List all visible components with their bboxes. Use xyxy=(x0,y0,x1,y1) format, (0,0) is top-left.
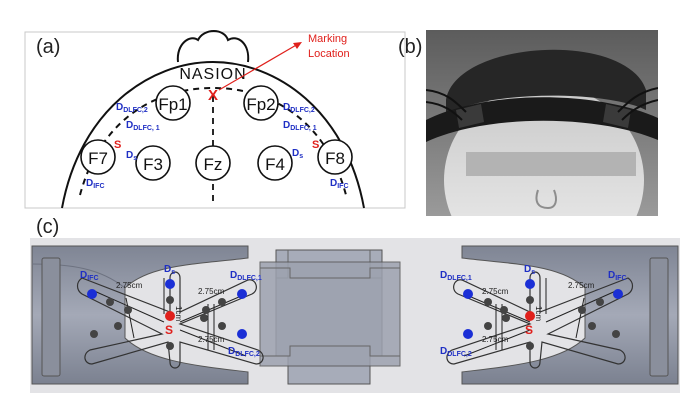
svg-text:F3: F3 xyxy=(143,155,163,174)
marking-arrow xyxy=(218,43,299,91)
source-s-left: S xyxy=(114,139,121,151)
left-dummy-holes xyxy=(90,296,226,350)
right-label-d-dlfc2: DDLFC,2 xyxy=(440,346,472,358)
left-label-d-dlfc1: DDLFC,1 xyxy=(230,270,262,282)
left-label-d-ifc: DIFC xyxy=(80,270,99,282)
electrode-fz: Fz xyxy=(195,145,231,181)
right-label-d-ifc: DIFC xyxy=(608,270,627,282)
photo-illustration xyxy=(426,30,658,216)
electrode-f3: F3 xyxy=(135,145,171,181)
marking-location-line2: Location xyxy=(308,48,350,60)
electrode-fp1: Fp1 xyxy=(155,85,191,121)
nasion-label: NASION xyxy=(179,66,246,83)
left-dim-2-75-c: 2.75cm xyxy=(198,335,225,344)
left-dim-2-75-a: 2.75cm xyxy=(116,281,143,290)
marking-location-line1: Marking xyxy=(308,33,347,45)
label-d-ifc-right: DIFC xyxy=(330,178,349,190)
left-source-label: S xyxy=(165,323,173,337)
headband xyxy=(426,97,658,142)
marking-arrow-head xyxy=(293,42,302,49)
panel-label-a: (a) xyxy=(36,36,61,58)
nasion-marker: X xyxy=(208,87,218,104)
right-dim-2-75-c: 2.75cm xyxy=(568,281,595,290)
right-label-d-dlfc1: DDLFC,1 xyxy=(440,270,472,282)
right-detectors xyxy=(463,279,623,339)
right-dim-2-75-a: 2.75cm xyxy=(482,287,509,296)
left-source-dot xyxy=(165,311,175,321)
nose xyxy=(535,189,557,210)
left-end-slot xyxy=(41,257,61,377)
electrode-f8: F8 xyxy=(317,139,353,175)
svg-text:F7: F7 xyxy=(88,149,108,168)
electrode-f7: F7 xyxy=(80,139,116,175)
svg-text:F4: F4 xyxy=(265,155,285,174)
nose-outline xyxy=(176,30,250,63)
left-sensor-holder xyxy=(76,271,264,369)
svg-text:F8: F8 xyxy=(325,149,345,168)
left-label-d-dlfc2: DDLFC,2 xyxy=(228,346,260,358)
hair xyxy=(446,49,646,115)
svg-text:Fp2: Fp2 xyxy=(246,95,275,114)
right-source-dot xyxy=(525,311,535,321)
left-dim-2-75-b: 2.75cm xyxy=(198,287,225,296)
left-detectors xyxy=(87,279,247,339)
panel-label-b: (b) xyxy=(398,36,423,58)
right-dim-1cm: 1cm xyxy=(534,306,543,321)
right-dim-2-75-b: 2.75cm xyxy=(482,335,509,344)
left-label-ds: Ds xyxy=(164,264,175,276)
eye-blur xyxy=(466,152,636,176)
left-pad-outline xyxy=(31,245,249,385)
headband-layout-diagram: DIFC Ds DDLFC,1 DDLFC,2 2.75cm 2.75cm 2.… xyxy=(30,238,680,393)
right-label-ds: Ds xyxy=(524,264,535,276)
headband-photo xyxy=(426,30,658,216)
right-dummy-holes xyxy=(484,296,620,350)
svg-text:Fp1: Fp1 xyxy=(158,95,187,114)
label-ds-left: Ds xyxy=(126,150,137,162)
electrode-fp2: Fp2 xyxy=(243,85,279,121)
right-sensor-holder xyxy=(446,271,634,369)
label-d-dlfc1-left: DDLFC, 1 xyxy=(126,120,160,132)
head-outline xyxy=(61,60,365,209)
label-d-dlfc2-left: DDLFC,2 xyxy=(116,102,148,114)
right-pad-outline xyxy=(461,245,679,385)
right-end-slot xyxy=(649,257,669,377)
label-d-dlfc2-right: DDLFC,2 xyxy=(283,102,315,114)
svg-text:Fz: Fz xyxy=(204,155,223,174)
label-ds-right: Ds xyxy=(292,148,303,160)
label-d-ifc-left: DIFC xyxy=(86,178,105,190)
source-s-right: S xyxy=(312,139,319,151)
left-dim-1cm: 1cm xyxy=(174,306,183,321)
panel-label-c: (c) xyxy=(36,216,60,238)
right-source-label: S xyxy=(525,323,533,337)
label-d-dlfc1-right: DDLFC, 1 xyxy=(283,120,317,132)
electrode-f4: F4 xyxy=(257,145,293,181)
head-electrode-diagram: Fp1 Fp2 F7 F3 Fz F4 F8 NASION X Marking … xyxy=(24,30,406,209)
